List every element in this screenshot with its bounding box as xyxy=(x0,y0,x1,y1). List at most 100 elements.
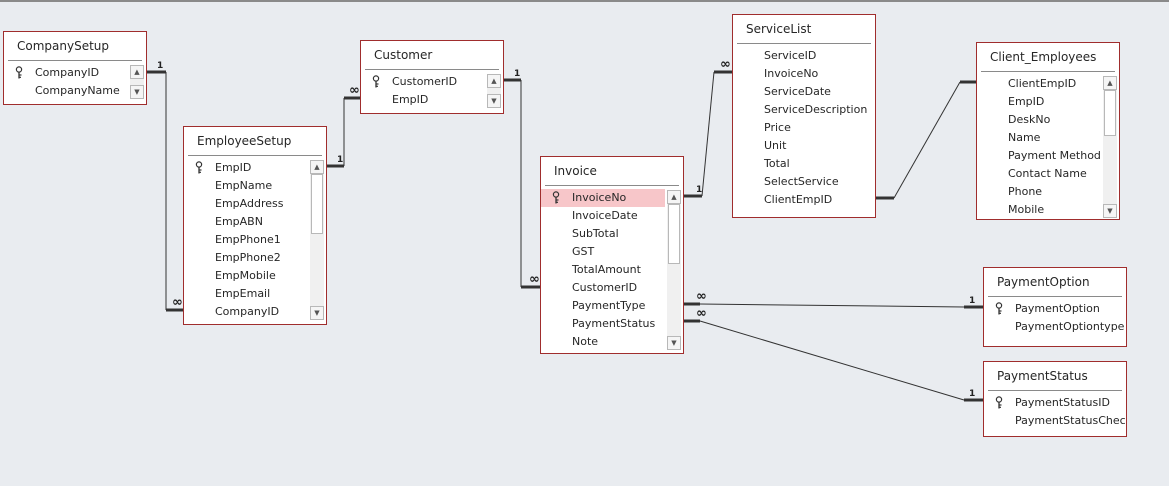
relationship-line[interactable] xyxy=(876,80,976,200)
field-row[interactable]: SubTotal xyxy=(541,225,665,243)
relationship-end-label: ∞ xyxy=(172,295,183,310)
field-row[interactable]: EmpMobile xyxy=(184,267,308,285)
table-title[interactable]: CompanySetup xyxy=(17,39,110,53)
field-row[interactable]: Note xyxy=(541,333,665,351)
vertical-scrollbar[interactable]: ▲▼ xyxy=(310,160,324,320)
field-row[interactable]: ServiceDescription xyxy=(733,101,875,119)
field-row[interactable]: EmpPhone2 xyxy=(184,249,308,267)
table-title[interactable]: EmployeeSetup xyxy=(197,134,292,148)
table-title[interactable]: Customer xyxy=(374,48,433,62)
table-title[interactable]: Client_Employees xyxy=(990,50,1097,64)
scroll-down-arrow-icon[interactable]: ▼ xyxy=(310,306,324,320)
field-row[interactable]: PaymentStatus xyxy=(541,315,665,333)
scroll-thumb[interactable] xyxy=(668,204,680,264)
relationship-line[interactable] xyxy=(684,302,983,309)
field-row[interactable]: PaymentType xyxy=(541,297,665,315)
field-row[interactable]: CompanyID xyxy=(184,303,308,321)
field-name: CustomerID xyxy=(572,281,638,294)
scroll-down-arrow-icon[interactable]: ▼ xyxy=(1103,204,1117,218)
relationship-line[interactable] xyxy=(327,96,360,168)
field-row[interactable]: Payment Method xyxy=(977,147,1101,165)
field-row[interactable]: ServiceID xyxy=(733,47,875,65)
field-row[interactable]: Phone xyxy=(977,183,1101,201)
relationship-line[interactable] xyxy=(684,70,732,198)
field-row[interactable]: InvoiceNo xyxy=(541,189,665,207)
field-row[interactable]: EmpPhone1 xyxy=(184,231,308,249)
scroll-down-arrow-icon[interactable]: ▼ xyxy=(487,94,501,108)
field-row[interactable]: CustomerID xyxy=(361,73,485,91)
field-row[interactable]: EmpName xyxy=(184,177,308,195)
scroll-up-arrow-icon[interactable]: ▲ xyxy=(1103,76,1117,90)
field-row[interactable]: EmpAddress xyxy=(184,195,308,213)
vertical-scrollbar[interactable]: ▲▼ xyxy=(1103,76,1117,218)
vertical-scrollbar[interactable]: ▲▼ xyxy=(130,65,144,99)
field-row[interactable]: DeskNo xyxy=(977,111,1101,129)
field-row[interactable]: EmpID xyxy=(977,93,1101,111)
field-row[interactable]: PaymentOption xyxy=(984,300,1126,318)
field-row[interactable]: EmpID xyxy=(184,159,308,177)
field-row[interactable]: ClientEmpID xyxy=(733,191,875,209)
vertical-scrollbar[interactable]: ▲▼ xyxy=(487,74,501,108)
relationship-line[interactable] xyxy=(147,70,183,312)
vertical-scrollbar[interactable]: ▲▼ xyxy=(667,190,681,350)
scroll-up-arrow-icon[interactable]: ▲ xyxy=(310,160,324,174)
field-row[interactable]: SelectService xyxy=(733,173,875,191)
table-title[interactable]: PaymentOption xyxy=(997,275,1090,289)
field-row[interactable]: Contact Name xyxy=(977,165,1101,183)
table-title[interactable]: ServiceList xyxy=(746,22,812,36)
field-row[interactable]: TotalAmount xyxy=(541,261,665,279)
scroll-up-arrow-icon[interactable]: ▲ xyxy=(130,65,144,79)
scroll-down-arrow-icon[interactable]: ▼ xyxy=(130,85,144,99)
field-row[interactable]: CompanyID xyxy=(4,64,128,82)
scroll-up-arrow-icon[interactable]: ▲ xyxy=(667,190,681,204)
table-title[interactable]: PaymentStatus xyxy=(997,369,1088,383)
field-row[interactable]: Total xyxy=(733,155,875,173)
field-row[interactable]: Mobile xyxy=(977,201,1101,219)
field-row[interactable]: Unit xyxy=(733,137,875,155)
field-row[interactable]: ServiceDate xyxy=(733,83,875,101)
field-row[interactable]: ClientEmpID xyxy=(977,75,1101,93)
scroll-down-arrow-icon[interactable]: ▼ xyxy=(667,336,681,350)
field-row[interactable]: GST xyxy=(541,243,665,261)
relationship-line[interactable] xyxy=(684,319,983,402)
field-name: SelectService xyxy=(764,175,839,188)
field-row[interactable]: PaymentStatusID xyxy=(984,394,1126,412)
scroll-up-arrow-icon[interactable]: ▲ xyxy=(487,74,501,88)
field-row[interactable]: InvoiceNo xyxy=(733,65,875,83)
relationship-end-label: 1 xyxy=(969,389,975,399)
field-row[interactable]: CustomerID xyxy=(541,279,665,297)
field-name: EmpPhone2 xyxy=(215,251,281,264)
field-row[interactable]: PaymentStatusCheck xyxy=(984,412,1126,430)
field-row[interactable]: EmpID xyxy=(361,91,485,109)
scroll-thumb[interactable] xyxy=(1104,90,1116,136)
field-row[interactable]: EmpEmail xyxy=(184,285,308,303)
field-row[interactable]: Name xyxy=(977,129,1101,147)
field-row[interactable]: InvoiceDate xyxy=(541,207,665,225)
field-row[interactable]: EmpABN xyxy=(184,213,308,231)
field-row[interactable]: Price xyxy=(733,119,875,137)
field-row[interactable]: CompanyName xyxy=(4,82,128,100)
field-name: EmpName xyxy=(215,179,273,192)
table-title[interactable]: Invoice xyxy=(554,164,597,178)
relationship-end-label: 1 xyxy=(514,69,520,79)
relationship-line[interactable] xyxy=(504,78,540,289)
field-row[interactable]: PaymentOptiontype xyxy=(984,318,1126,336)
scroll-thumb[interactable] xyxy=(311,174,323,234)
